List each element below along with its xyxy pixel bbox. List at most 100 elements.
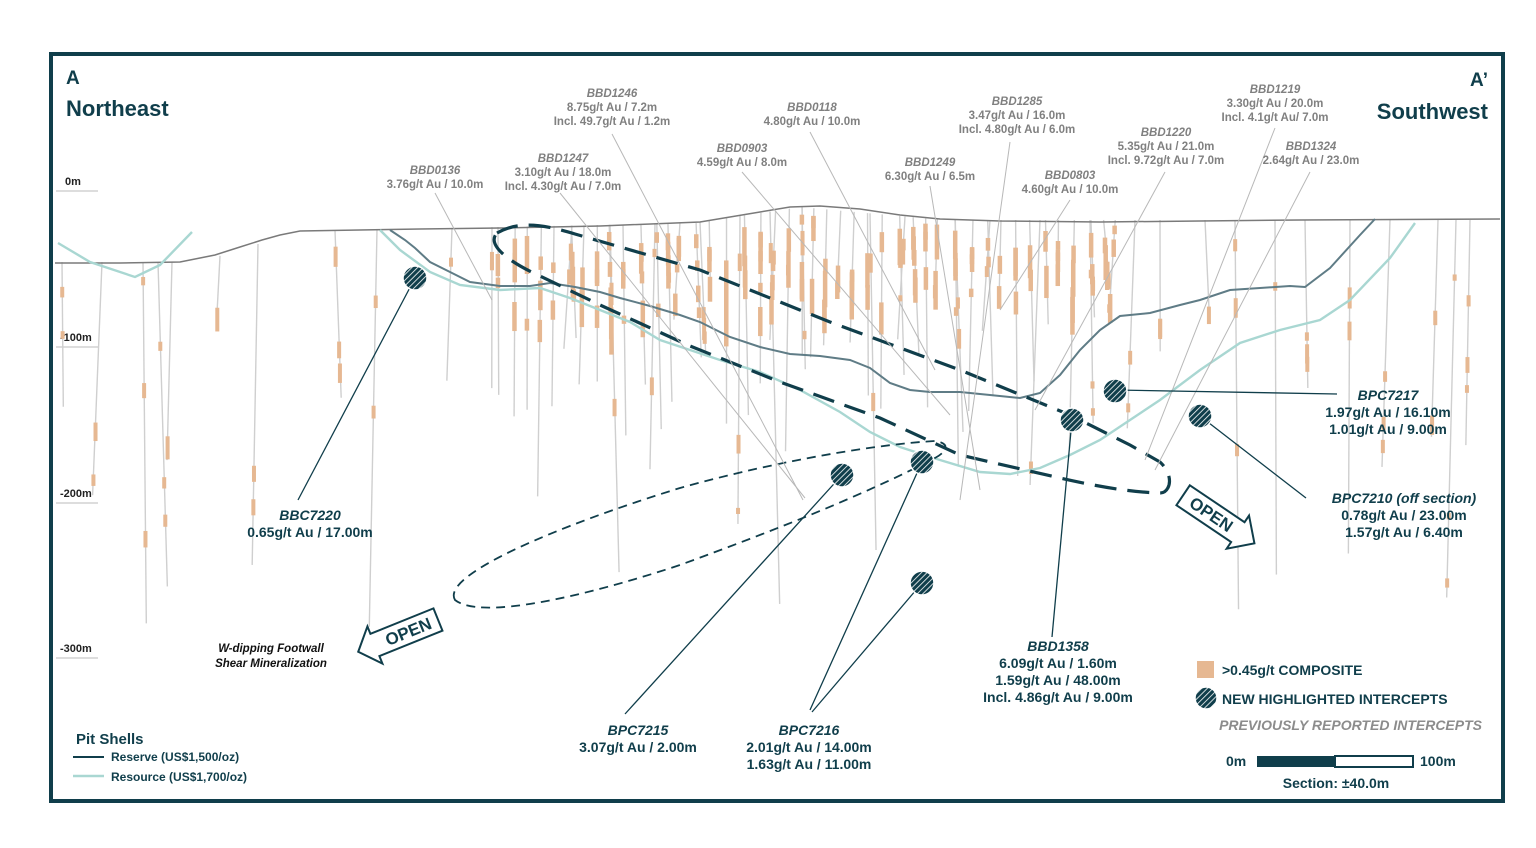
composite-interval [924,267,929,290]
legend: >0.45g/t COMPOSITE NEW HIGHLIGHTED INTER… [1195,661,1483,733]
intercept-value: 2.01g/t Au / 14.00m [746,739,872,755]
composite-interval [822,300,827,334]
composite-interval [1465,385,1469,393]
intercept-value: Incl. 49.7g/t Au / 1.2m [554,116,671,128]
leader-line [810,462,922,710]
composite-interval [743,256,748,288]
composite-interval [551,300,556,319]
composite-interval [1111,240,1116,257]
composite-interval [1070,287,1075,323]
composite-interval [652,249,656,257]
composite-interval [803,331,807,339]
composite-interval [986,257,991,268]
composite-interval [569,244,573,261]
topography-line [55,206,1500,263]
intercept-marker-icon [830,463,854,487]
intercept-value: 1.59g/t Au / 48.00m [995,672,1121,688]
drill-hole [1030,220,1034,381]
composite-interval [567,269,571,284]
composite-interval [956,297,960,308]
composite-interval [957,329,961,349]
composite-interval [1044,266,1049,298]
composite-interval [913,269,918,295]
intercept-value: 3.07g/t Au / 2.00m [579,739,697,755]
composite-interval [850,272,855,291]
composite-interval [879,302,884,334]
composite-interval [166,436,170,459]
scale-start: 0m [1226,753,1246,769]
composite-interval [969,289,974,297]
composite-interval [1445,578,1449,587]
composite-interval [496,254,501,276]
composite-interval [986,238,991,251]
composite-interval [1071,262,1076,282]
drill-hole [447,228,452,381]
hole-id: BBC7220 [279,507,341,523]
composite-interval [997,286,1002,309]
composite-interval [677,238,682,261]
leader-line [435,193,492,300]
intercept-value: 1.57g/t Au / 6.40m [1345,524,1463,540]
leader-line [1052,420,1072,637]
intercept-value: 4.80g/t Au / 10.0m [764,116,861,128]
composite-interval [1112,226,1117,235]
hole-id: BPC7215 [608,722,669,738]
composite-interval [608,262,613,277]
drill-hole [498,227,499,395]
composite-interval [449,258,453,267]
intercept-value: 1.63g/t Au / 11.00m [747,756,872,772]
scale-bar-filled [1257,756,1335,767]
leader-line [960,142,1010,500]
depth-label: -100m [60,332,92,344]
drill-hole [657,224,661,429]
hole-id: BBD1249 [905,157,956,169]
composite-interval [94,423,98,441]
composite-interval [758,283,763,293]
composite-interval [675,264,680,272]
composite-interval [513,253,518,283]
drill-hole [369,229,377,626]
composite-interval [163,515,167,527]
composite-interval [538,320,543,342]
composite-interval [142,383,146,398]
composite-interval [912,250,917,266]
composite-interval [538,256,543,269]
composite-interval [1103,245,1108,280]
composite-interval [702,318,706,340]
composite-interval [1126,403,1130,412]
composite-interval [1107,304,1112,312]
section-start-letter: A [66,68,80,89]
depth-label: -200m [60,488,92,500]
scale-end: 100m [1420,753,1456,769]
section-end-letter: A’ [1470,70,1488,91]
composite-interval [654,232,659,243]
hole-id: BPC7216 [779,722,840,738]
intercept-value: 2.64g/t Au / 23.0m [1263,155,1360,167]
composite-interval [551,262,556,273]
composite-interval [337,342,341,359]
new-intercept-leaders [298,278,1337,714]
intercept-marker-icon [910,450,934,474]
composite-interval [800,215,805,225]
composite-interval [758,307,763,336]
drill-hole [143,262,146,623]
composite-interval [372,406,376,419]
composite-interval [1028,245,1033,278]
resource-legend-label: Resource (US$1,700/oz) [111,770,247,784]
drill-hole [252,244,258,565]
hole-id: BBD0803 [1045,170,1096,182]
composite-interval [525,319,530,331]
composite-interval [1433,311,1437,325]
composite-interval [923,224,928,252]
intercept-value: Incl. 4.86g/t Au / 9.00m [983,689,1133,705]
composite-interval [708,277,713,302]
